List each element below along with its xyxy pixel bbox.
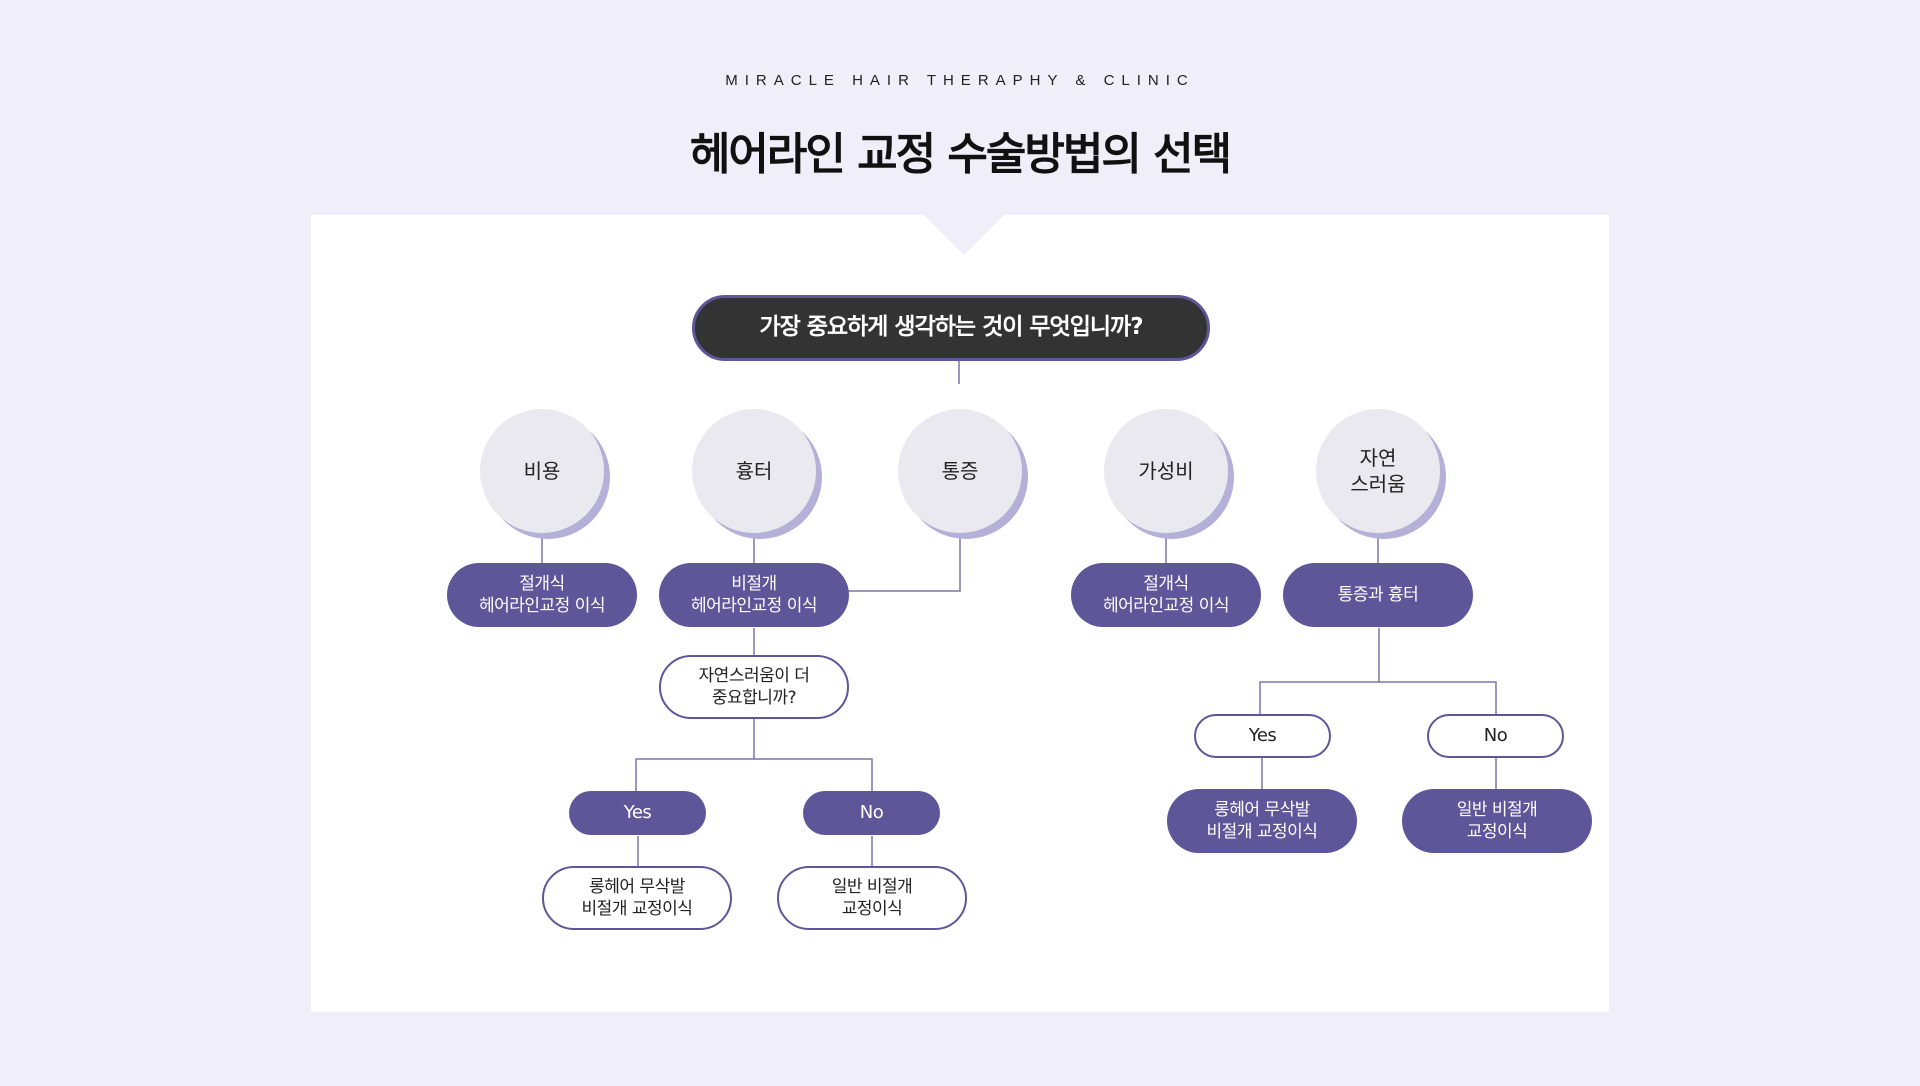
page-title: 헤어라인 교정 수술방법의 선택 bbox=[689, 129, 1232, 180]
method-pain-scar: 통증과 흉터 bbox=[1283, 563, 1473, 627]
criterion-label: 가성비 bbox=[1104, 409, 1228, 533]
criterion-label: 비용 bbox=[480, 409, 604, 533]
right-no-result: 일반 비절개 교정이식 bbox=[1402, 789, 1592, 853]
method-non-incision: 비절개 헤어라인교정 이식 bbox=[659, 563, 849, 627]
left-yes-label: Yes bbox=[569, 791, 706, 835]
criterion-natural: 자연 스러움 bbox=[1316, 409, 1446, 539]
method-incision-cost: 절개식 헤어라인교정 이식 bbox=[447, 563, 637, 627]
method-incision-value: 절개식 헤어라인교정 이식 bbox=[1071, 563, 1261, 627]
criterion-value: 가성비 bbox=[1104, 409, 1234, 539]
right-no-label: No bbox=[1427, 714, 1564, 758]
right-yes-label: Yes bbox=[1194, 714, 1331, 758]
criterion-cost: 비용 bbox=[480, 409, 610, 539]
left-yes-result: 롱헤어 무삭발 비절개 교정이식 bbox=[542, 866, 732, 930]
left-no-label: No bbox=[803, 791, 940, 835]
main-question: 가장 중요하게 생각하는 것이 무엇입니까? bbox=[692, 295, 1210, 361]
criterion-scar: 흉터 bbox=[692, 409, 822, 539]
left-no-result: 일반 비절개 교정이식 bbox=[777, 866, 967, 930]
criterion-label: 흉터 bbox=[692, 409, 816, 533]
brand-eyebrow: MIRACLE HAIR THERAPHY & CLINIC bbox=[725, 72, 1195, 89]
sub-question: 자연스러움이 더 중요합니까? bbox=[659, 655, 849, 719]
criterion-pain: 통증 bbox=[898, 409, 1028, 539]
criterion-label: 통증 bbox=[898, 409, 1022, 533]
panel-notch bbox=[922, 213, 1006, 255]
criterion-label: 자연 스러움 bbox=[1316, 409, 1440, 533]
right-yes-result: 롱헤어 무삭발 비절개 교정이식 bbox=[1167, 789, 1357, 853]
